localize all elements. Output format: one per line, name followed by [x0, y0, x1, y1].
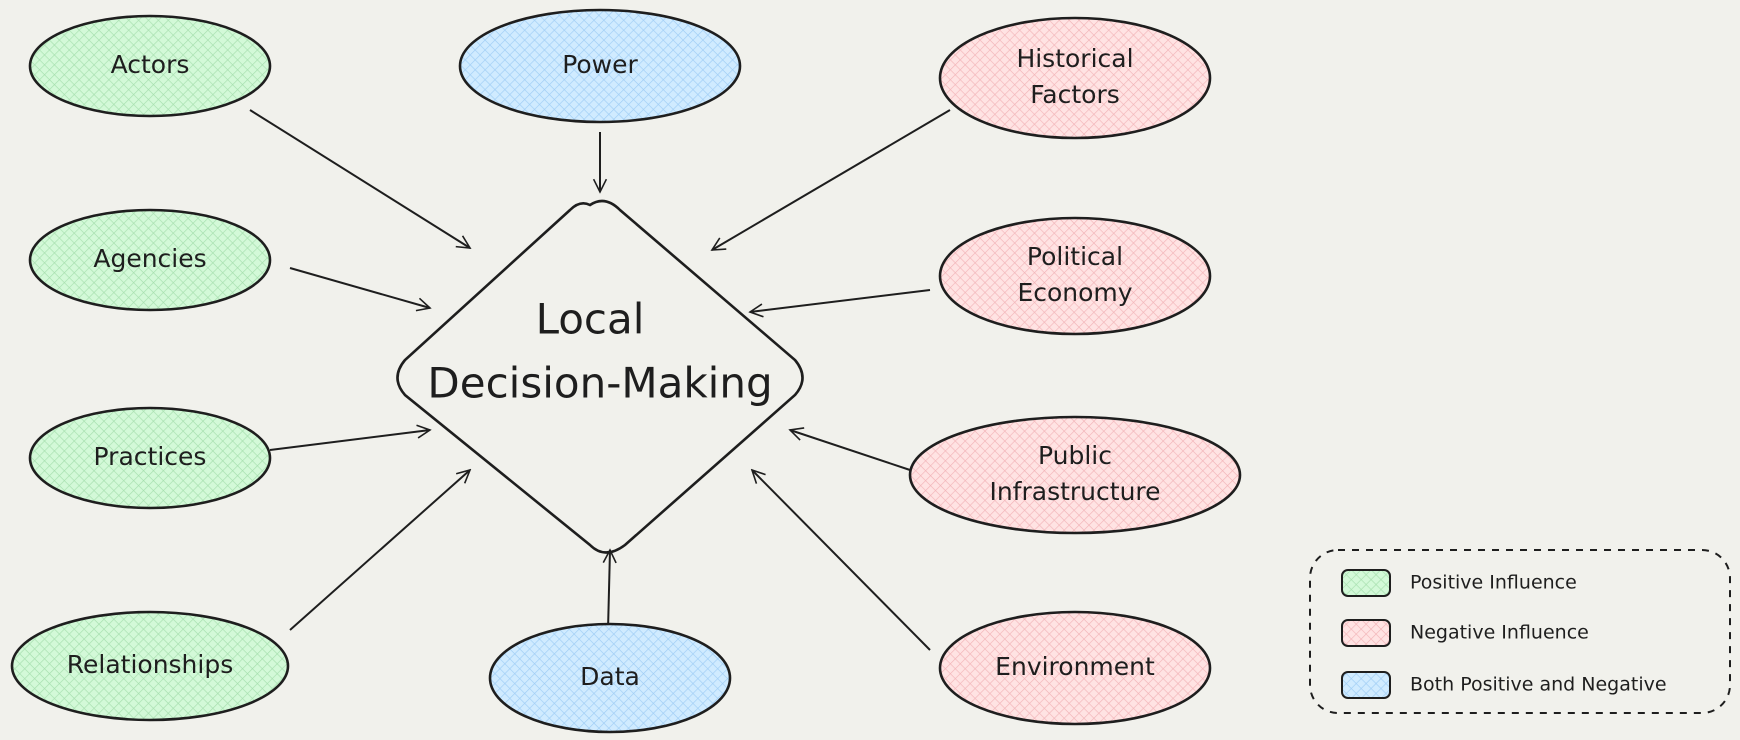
- node-label-data: Data: [580, 662, 640, 691]
- node-data: Data: [488, 622, 732, 734]
- legend-swatch-negative: [1341, 619, 1391, 647]
- node-ellipse-environment: [938, 610, 1212, 726]
- arrow-data-to-center: [608, 550, 610, 631]
- arrow-historical-factors-to-center: [712, 109, 951, 250]
- arrow-practices-to-center: [269, 430, 430, 451]
- node-label-actors: Actors: [111, 50, 190, 79]
- node-ellipse-political-economy: [938, 216, 1212, 336]
- node-ellipse-agencies: [28, 208, 272, 312]
- node-label-historical-factors-line-1: Historical: [1016, 44, 1133, 73]
- center-node-local-decision-making: Local Decision-Making: [396, 199, 804, 554]
- legend-label-both: Both Positive and Negative: [1410, 674, 1667, 696]
- node-practices: Practices: [28, 406, 272, 510]
- center-label-line-2: Decision-Making: [427, 359, 772, 408]
- node-ellipse-data: [488, 622, 732, 734]
- node-ellipse-actors: [28, 14, 272, 118]
- node-relationships: Relationships: [10, 610, 290, 722]
- arrow-agencies-to-center: [289, 267, 430, 308]
- node-label-historical-factors-line-2: Factors: [1030, 80, 1120, 109]
- arrow-actors-to-center: [249, 109, 470, 248]
- node-label-public-infrastructure-line-1: Public: [1038, 441, 1112, 470]
- node-environment: Environment: [938, 610, 1212, 726]
- node-ellipse-practices: [28, 406, 272, 510]
- node-label-agencies: Agencies: [93, 244, 206, 273]
- node-label-public-infrastructure-line-2: Infrastructure: [989, 477, 1160, 506]
- legend-label-positive: Positive Influence: [1410, 572, 1577, 594]
- center-diamond: [396, 199, 804, 554]
- edges-layer: [249, 109, 951, 651]
- node-agencies: Agencies: [28, 208, 272, 312]
- legend-frame: [1309, 549, 1731, 714]
- node-ellipse-power: [458, 8, 742, 124]
- node-ellipse-historical-factors: [938, 16, 1212, 140]
- arrow-political-economy-to-center: [750, 289, 931, 312]
- arrow-public-infrastructure-to-center: [790, 430, 911, 471]
- node-label-power: Power: [562, 50, 638, 79]
- node-power: Power: [458, 8, 742, 124]
- center-label-line-1: Local: [536, 295, 645, 344]
- arrow-environment-to-center: [752, 470, 931, 651]
- node-label-political-economy-line-1: Political: [1027, 242, 1123, 271]
- node-ellipse-relationships: [10, 610, 290, 722]
- node-actors: Actors: [28, 14, 272, 118]
- node-label-political-economy-line-2: Economy: [1017, 278, 1132, 307]
- node-label-practices: Practices: [94, 442, 207, 471]
- node-ellipse-public-infrastructure: [908, 415, 1242, 535]
- node-label-environment: Environment: [995, 652, 1155, 681]
- arrow-relationships-to-center: [289, 470, 470, 631]
- legend-swatch-both: [1341, 671, 1391, 699]
- legend-swatch-positive: [1341, 569, 1391, 597]
- node-label-relationships: Relationships: [67, 650, 234, 679]
- legend-label-negative: Negative Influence: [1410, 622, 1589, 644]
